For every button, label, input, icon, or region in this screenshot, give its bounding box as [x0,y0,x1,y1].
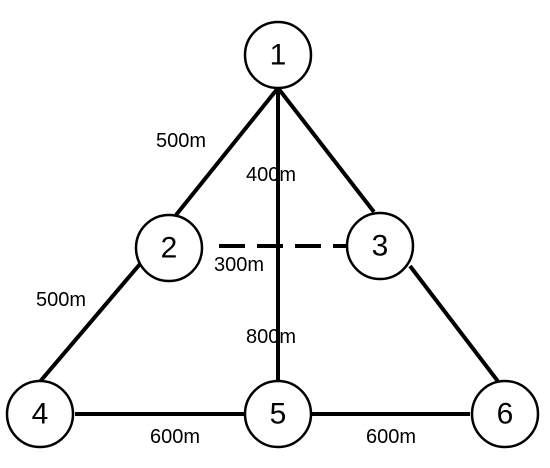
node-5: 5 [243,379,313,449]
edge-1-3 [276,86,376,214]
edge-2-4-label: 500m [36,289,86,311]
node-5-label: 5 [270,398,287,431]
edge-4-5-label: 600m [150,426,200,448]
node-3-label: 3 [372,230,389,263]
node-4-label: 4 [32,398,49,431]
node-1-label: 1 [270,39,287,72]
edge-1-5-upper-label: 400m [246,164,296,186]
node-6: 6 [470,379,540,449]
edge-3-6 [408,264,502,386]
edge-2-3-label: 300m [214,254,264,276]
node-4: 4 [5,379,75,449]
edge-1-5-lower-label: 800m [246,326,296,348]
node-2-label: 2 [161,232,178,265]
node-3: 3 [345,211,415,281]
edge-2-4 [36,262,142,386]
node-2: 2 [134,213,204,283]
node-1: 1 [243,20,313,90]
edge-1-2-label: 500m [156,130,206,152]
edge-5-6-label: 600m [366,426,416,448]
edge-1-2 [174,86,280,217]
node-6-label: 6 [497,398,514,431]
